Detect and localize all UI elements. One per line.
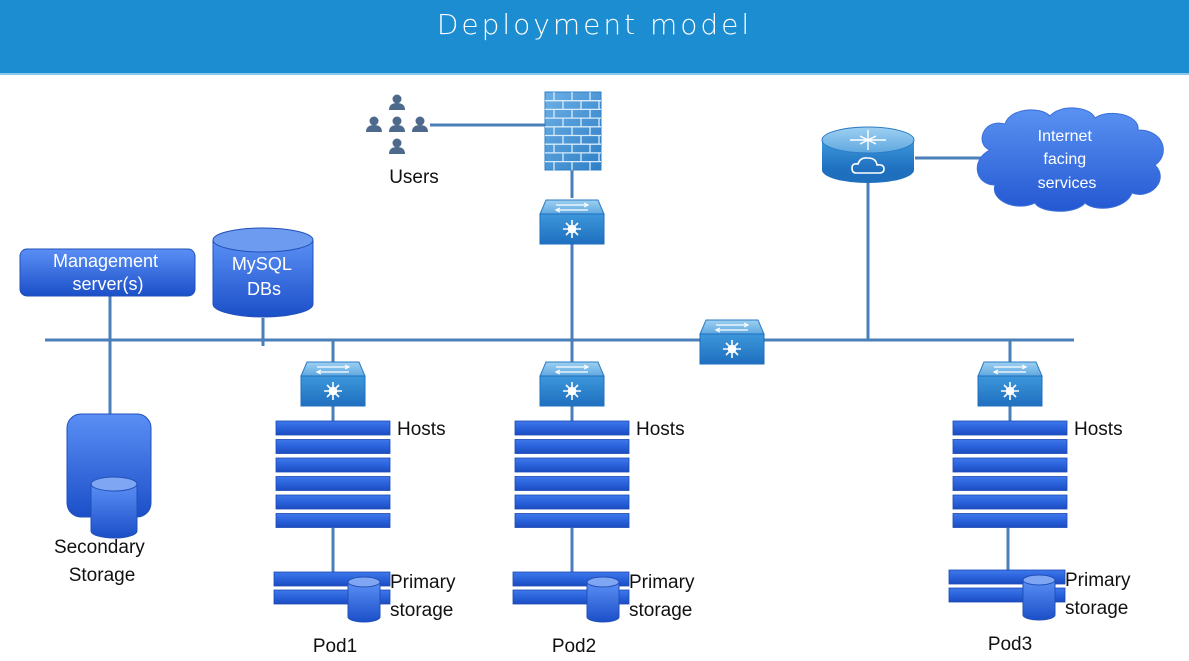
host-bar [275, 457, 391, 473]
host-bar [514, 439, 630, 454]
host-bar [275, 513, 391, 528]
host-bar [514, 420, 630, 436]
pod-name-label: Pod1 [313, 636, 357, 657]
host-bar [952, 457, 1068, 473]
storage-cylinder-icon [1022, 580, 1056, 621]
internet-label: Internet facing services [1038, 128, 1097, 192]
host-bar [952, 439, 1068, 454]
hosts-label: Hosts [636, 419, 685, 440]
secondary-storage-icon [66, 413, 152, 539]
switch-icon [539, 361, 605, 407]
cloud-icon [976, 107, 1164, 212]
host-bar [514, 494, 630, 510]
host-bar [952, 420, 1068, 436]
switch-icon [977, 361, 1043, 407]
hosts-label: Hosts [397, 419, 446, 440]
host-bar [275, 476, 391, 491]
hosts-label: Hosts [1074, 419, 1123, 440]
switch-icon [539, 199, 605, 245]
host-bar [514, 513, 630, 528]
header-bar: Deployment model [0, 0, 1189, 75]
storage-cylinder-icon [586, 582, 620, 623]
users-icon [366, 94, 428, 154]
management-label: Management server(s) [53, 251, 163, 294]
mysql-label: MySQL DBs [232, 254, 296, 299]
secondary-storage-label: Secondary Storage [54, 537, 150, 586]
host-bar [275, 439, 391, 454]
pod-name-label: Pod3 [988, 634, 1032, 655]
host-bar [275, 494, 391, 510]
router-icon [821, 126, 915, 183]
page-title: Deployment model [436, 8, 753, 41]
storage-cylinder-icon [347, 582, 381, 623]
management-server: Management server(s) [19, 248, 196, 297]
host-bar [275, 420, 391, 436]
host-bar [952, 476, 1068, 491]
switch-icon [300, 361, 366, 407]
connection-lines [45, 123, 1074, 574]
host-bar [514, 476, 630, 491]
host-bar [952, 513, 1068, 528]
pod-name-label: Pod2 [552, 636, 596, 657]
firewall-icon [544, 91, 602, 171]
users-label: Users [389, 167, 439, 188]
switch-icon [699, 319, 765, 365]
host-bar [514, 457, 630, 473]
database-icon: MySQL DBs [212, 227, 314, 318]
host-bar [952, 494, 1068, 510]
